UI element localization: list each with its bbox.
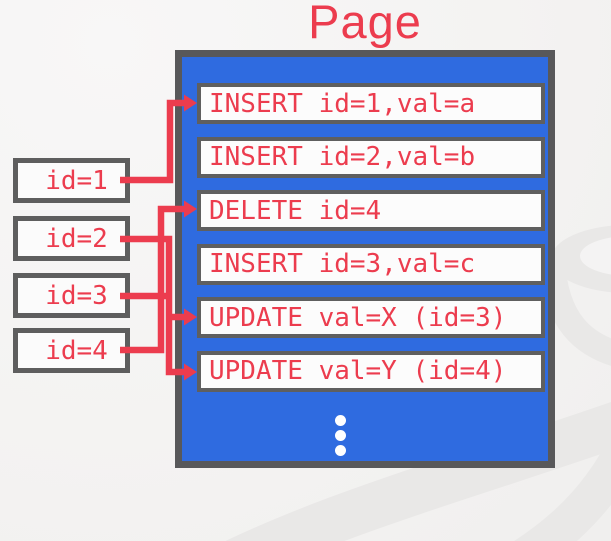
index-entry-box: id=3 bbox=[13, 273, 130, 318]
page-row: UPDATE val=X (id=3) bbox=[197, 297, 545, 338]
watermark-cylinder-side bbox=[539, 260, 611, 366]
page-row: INSERT id=1,val=a bbox=[197, 83, 545, 124]
index-entry-box: id=2 bbox=[13, 216, 130, 261]
page-row: UPDATE val=Y (id=4) bbox=[197, 350, 545, 392]
ellipsis-dot bbox=[335, 445, 346, 456]
index-entry-box: id=1 bbox=[13, 158, 130, 203]
ellipsis-dot bbox=[335, 415, 346, 426]
page-row: INSERT id=2,val=b bbox=[197, 136, 545, 178]
watermark-ring-hole bbox=[580, 237, 611, 275]
page-row: DELETE id=4 bbox=[197, 190, 545, 231]
page-title: Page bbox=[308, 0, 422, 48]
ellipsis-dot bbox=[335, 430, 346, 441]
page-row: INSERT id=3,val=c bbox=[197, 243, 545, 285]
watermark-ring-outer bbox=[551, 225, 611, 293]
ellipsis-icon bbox=[335, 415, 346, 456]
index-entry-box: id=4 bbox=[13, 328, 130, 373]
